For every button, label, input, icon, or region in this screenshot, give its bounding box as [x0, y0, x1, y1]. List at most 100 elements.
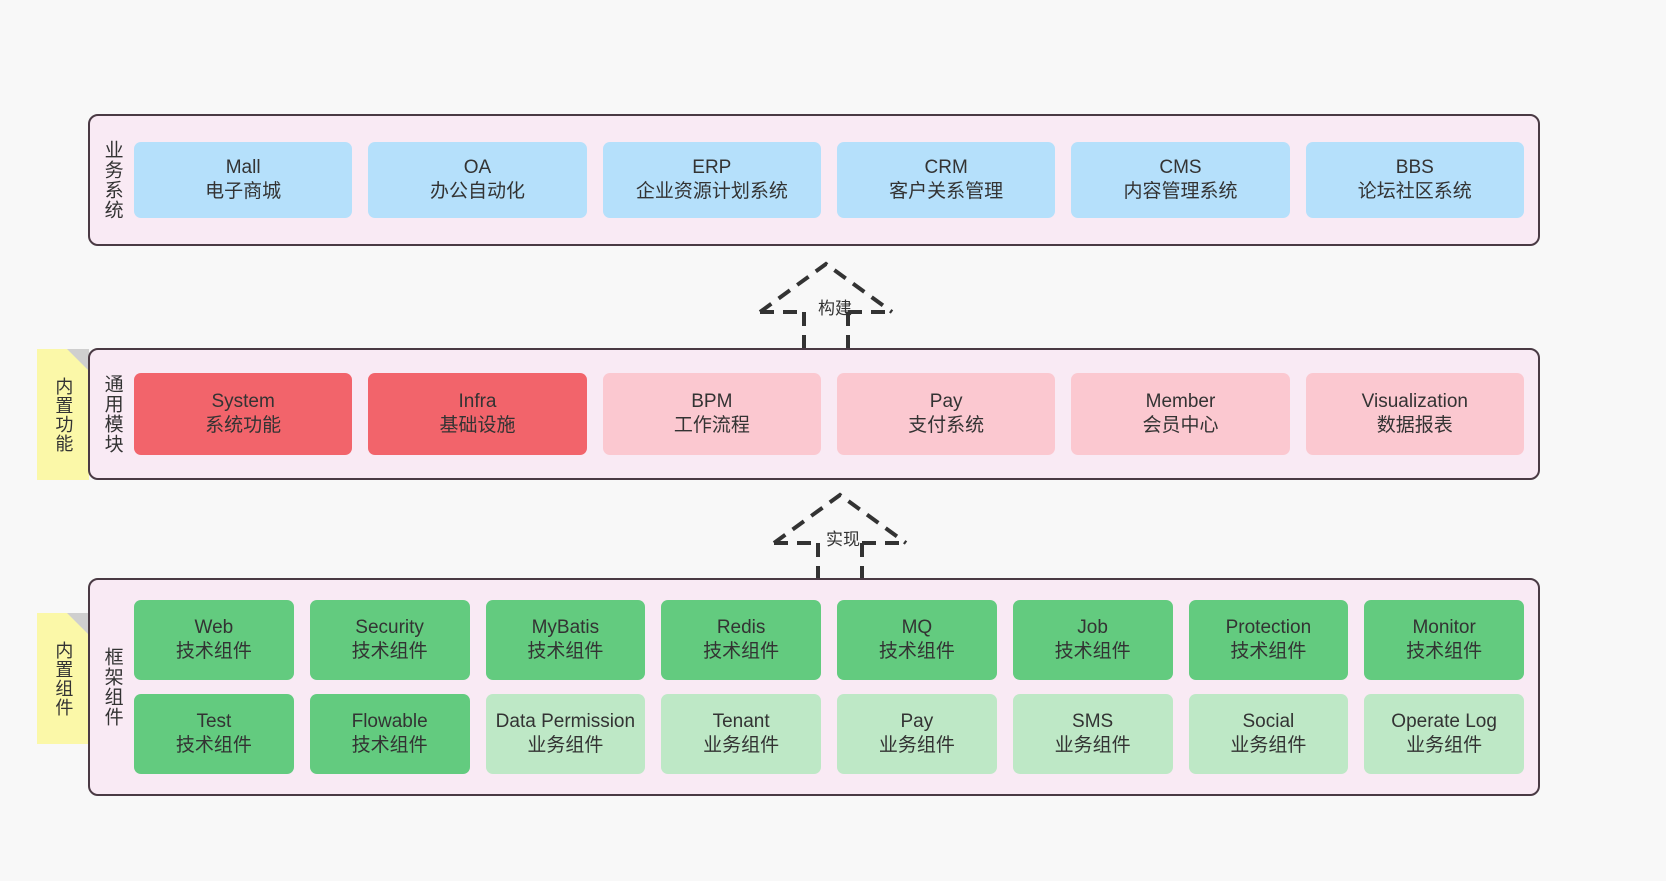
card-row: Test 技术组件 Flowable 技术组件 Data Permission …: [134, 694, 1524, 774]
note-label: 内置功能: [53, 376, 74, 453]
card-subtitle: 技术组件: [1054, 641, 1131, 662]
card-subtitle: 技术组件: [175, 735, 252, 756]
card-title: Flowable: [351, 711, 428, 733]
card-crm[interactable]: CRM 客户关系管理: [836, 142, 1056, 218]
card-mall[interactable]: Mall 电子商城: [134, 142, 353, 218]
card-subtitle: 会员中心: [1142, 415, 1219, 436]
card-subtitle: 技术组件: [351, 735, 428, 756]
layer-body-framework-component: Web 技术组件 Security 技术组件 MyBatis 技术组件 Redi…: [134, 580, 1538, 794]
card-visualization[interactable]: Visualization 数据报表: [1305, 373, 1524, 455]
layer-framework-component: 框架组件 Web 技术组件 Security 技术组件 MyBatis 技术组件…: [88, 578, 1540, 796]
card-subtitle: 技术组件: [527, 641, 604, 662]
card-title: Infra: [458, 391, 497, 413]
card-subtitle: 支付系统: [908, 415, 985, 436]
card-subtitle: 内容管理系统: [1123, 181, 1238, 202]
card-system[interactable]: System 系统功能: [134, 373, 353, 455]
card-title: BBS: [1395, 157, 1434, 179]
card-title: Mall: [225, 157, 261, 179]
layer-title-framework-component: 框架组件: [101, 647, 123, 727]
card-subtitle: 数据报表: [1376, 415, 1453, 436]
note-builtin-component: 内置组件: [37, 613, 89, 744]
card-title: Web: [194, 617, 234, 639]
card-subtitle: 论坛社区系统: [1357, 181, 1472, 202]
card-title: BPM: [691, 391, 733, 413]
card-row: Web 技术组件 Security 技术组件 MyBatis 技术组件 Redi…: [134, 600, 1524, 680]
card-pay-business[interactable]: Pay 业务组件: [837, 694, 997, 774]
layer-body-business-system: Mall 电子商城 OA 办公自动化 ERP 企业资源计划系统 CRM 客户关系…: [134, 116, 1538, 244]
dashed-hollow-arrow-up-icon: [758, 261, 894, 356]
card-title: Monitor: [1412, 617, 1476, 639]
card-infra[interactable]: Infra 基础设施: [368, 373, 587, 455]
card-subtitle: 企业资源计划系统: [635, 181, 788, 202]
card-job[interactable]: Job 技术组件: [1012, 600, 1173, 680]
card-bpm[interactable]: BPM 工作流程: [602, 373, 821, 455]
card-title: Pay: [900, 711, 934, 733]
card-mq[interactable]: MQ 技术组件: [837, 600, 997, 680]
card-test[interactable]: Test 技术组件: [134, 694, 294, 774]
card-pay[interactable]: Pay 支付系统: [836, 373, 1056, 455]
card-title: Visualization: [1361, 391, 1468, 413]
card-subtitle: 业务组件: [1230, 735, 1307, 756]
note-builtin-feature: 内置功能: [37, 349, 89, 480]
card-subtitle: 业务组件: [703, 735, 780, 756]
card-title: MQ: [901, 617, 933, 639]
card-subtitle: 技术组件: [1230, 641, 1307, 662]
card-title: System: [211, 391, 275, 413]
note-label: 内置组件: [53, 640, 74, 717]
card-mybatis[interactable]: MyBatis 技术组件: [485, 600, 646, 680]
card-subtitle: 系统功能: [205, 415, 282, 436]
card-title: CRM: [924, 157, 968, 179]
connector-implement: 实现: [766, 487, 946, 587]
card-erp[interactable]: ERP 企业资源计划系统: [602, 142, 821, 218]
card-title: Member: [1145, 391, 1216, 413]
layer-business-system: 业务系统 Mall 电子商城 OA 办公自动化 ERP 企业资源计划系统 CRM…: [88, 114, 1540, 246]
card-protection[interactable]: Protection 技术组件: [1188, 600, 1349, 680]
card-subtitle: 业务组件: [527, 735, 604, 756]
card-title: Operate Log: [1391, 711, 1497, 733]
card-title: Social: [1242, 711, 1295, 733]
card-title: Job: [1077, 617, 1108, 639]
card-monitor[interactable]: Monitor 技术组件: [1364, 600, 1524, 680]
card-security[interactable]: Security 技术组件: [309, 600, 470, 680]
card-member[interactable]: Member 会员中心: [1071, 373, 1290, 455]
card-title: ERP: [692, 157, 732, 179]
card-subtitle: 技术组件: [703, 641, 780, 662]
card-cms[interactable]: CMS 内容管理系统: [1071, 142, 1290, 218]
card-title: Test: [196, 711, 232, 733]
card-flowable[interactable]: Flowable 技术组件: [309, 694, 470, 774]
card-bbs[interactable]: BBS 论坛社区系统: [1305, 142, 1524, 218]
card-title: Pay: [929, 391, 963, 413]
card-web[interactable]: Web 技术组件: [134, 600, 294, 680]
card-title: Tenant: [712, 711, 770, 733]
card-subtitle: 技术组件: [351, 641, 428, 662]
card-social[interactable]: Social 业务组件: [1188, 694, 1349, 774]
card-subtitle: 基础设施: [439, 415, 516, 436]
card-subtitle: 电子商城: [205, 181, 282, 202]
card-subtitle: 工作流程: [673, 415, 750, 436]
card-subtitle: 技术组件: [175, 641, 252, 662]
card-subtitle: 客户关系管理: [889, 181, 1004, 202]
card-tenant[interactable]: Tenant 业务组件: [661, 694, 821, 774]
card-title: Data Permission: [495, 711, 636, 733]
card-redis[interactable]: Redis 技术组件: [661, 600, 821, 680]
layer-title-business-system: 业务系统: [101, 140, 123, 220]
card-subtitle: 业务组件: [878, 735, 955, 756]
layer-common-module: 通用模块 System 系统功能 Infra 基础设施 BPM 工作流程 Pay…: [88, 348, 1540, 480]
card-sms[interactable]: SMS 业务组件: [1012, 694, 1173, 774]
connector-build: 构建: [752, 256, 932, 356]
card-title: MyBatis: [531, 617, 600, 639]
layer-title-common-module: 通用模块: [101, 374, 123, 454]
card-title: SMS: [1072, 711, 1114, 733]
card-data-permission[interactable]: Data Permission 业务组件: [485, 694, 646, 774]
card-oa[interactable]: OA 办公自动化: [368, 142, 587, 218]
connector-label-implement: 实现: [826, 530, 860, 549]
card-title: OA: [463, 157, 492, 179]
card-subtitle: 业务组件: [1054, 735, 1131, 756]
connector-label-build: 构建: [818, 299, 852, 318]
card-title: Redis: [716, 617, 766, 639]
card-subtitle: 办公自动化: [429, 181, 525, 202]
card-title: Security: [355, 617, 424, 639]
card-operate-log[interactable]: Operate Log 业务组件: [1364, 694, 1524, 774]
card-title: Protection: [1225, 617, 1312, 639]
